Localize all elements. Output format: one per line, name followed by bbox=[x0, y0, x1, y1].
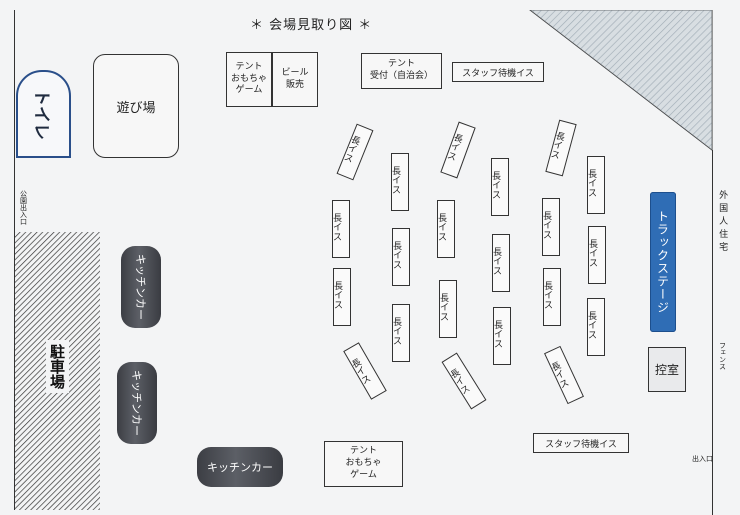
bench: 長 イス bbox=[493, 307, 511, 365]
bench: 長 イス bbox=[543, 268, 561, 326]
toilet-label: トイレ bbox=[31, 88, 51, 140]
staff-chairs-bottom: スタッフ待機イス bbox=[533, 433, 629, 453]
tent-toy-game-top: テント おもちゃ ゲーム bbox=[226, 52, 272, 107]
bench: 長 イス bbox=[491, 158, 509, 216]
bench: 長 イス bbox=[333, 268, 351, 326]
beer-stand: ビール 販売 bbox=[272, 52, 318, 107]
playground: 遊び場 bbox=[93, 54, 179, 158]
bench: 長 イス bbox=[588, 226, 606, 284]
tent-toy-game-top-label: テント おもちゃ ゲーム bbox=[230, 61, 267, 96]
bench: 長 イス bbox=[332, 200, 350, 258]
kitchen-car-2: キッチンカー bbox=[117, 362, 157, 444]
kitchen-car-1: キッチンカー bbox=[121, 246, 161, 328]
bench: 長 イス bbox=[587, 298, 605, 356]
truck-stage: トラックステージ bbox=[650, 192, 676, 332]
bench: 長 イス bbox=[391, 153, 409, 211]
truck-stage-label: トラックステージ bbox=[655, 210, 670, 314]
bench: 長 イス bbox=[587, 156, 605, 214]
bench: 長 イス bbox=[542, 198, 560, 256]
reception-tent: テント 受付（自治会） bbox=[361, 53, 442, 89]
parking-label: 駐車場 bbox=[46, 340, 69, 393]
bench: 長 イス bbox=[439, 280, 457, 338]
bench: 長 イス bbox=[392, 304, 410, 362]
map-title: ＊ 会場見取り図 ＊ bbox=[250, 18, 373, 33]
tent-toy-game-bottom: テント おもちゃ ゲーム bbox=[324, 441, 403, 487]
staff-chairs-top: スタッフ待機イス bbox=[452, 62, 544, 82]
foreigner-residence-label: 外国人住宅 bbox=[717, 190, 728, 255]
control-room-label: 控室 bbox=[654, 363, 679, 377]
beer-stand-label: ビール 販売 bbox=[281, 67, 309, 90]
control-room: 控室 bbox=[648, 347, 686, 392]
toilet: トイレ bbox=[16, 70, 71, 158]
bench: 長 イス bbox=[437, 200, 455, 258]
bench: 長 イス bbox=[492, 234, 510, 292]
playground-label: 遊び場 bbox=[116, 100, 156, 116]
fence-label: フェンス bbox=[718, 342, 727, 370]
kitchen-car-3: キッチンカー bbox=[197, 447, 283, 487]
staff-chairs-top-label: スタッフ待機イス bbox=[462, 68, 534, 79]
right-fence-line bbox=[712, 150, 713, 515]
hatched-corner bbox=[529, 10, 713, 152]
exit-label: 出入口 bbox=[692, 455, 713, 463]
park-entrance-label: 公園出入口 bbox=[19, 190, 28, 225]
staff-chairs-bottom-label: スタッフ待機イス bbox=[545, 439, 617, 450]
reception-tent-label: テント 受付（自治会） bbox=[369, 59, 433, 81]
bench: 長 イス bbox=[392, 228, 410, 286]
tent-toy-game-bottom-label: テント おもちゃ ゲーム bbox=[345, 446, 382, 480]
